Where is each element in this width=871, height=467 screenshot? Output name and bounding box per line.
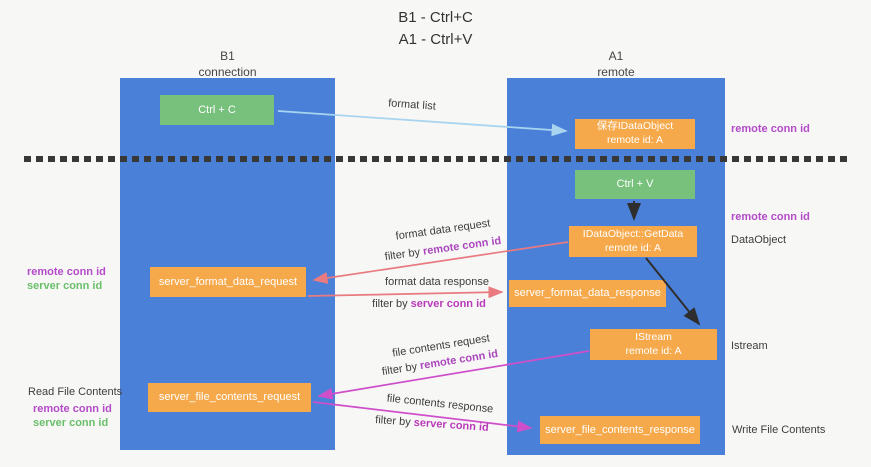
annotation-write-file-contents: Write File Contents [732, 424, 826, 436]
lane-header-b1: B1 connection [120, 49, 335, 80]
annotation-remote-conn-id-format: remote conn id [27, 266, 106, 278]
server-file-contents-request-label: server_file_contents_request [158, 391, 301, 404]
format-data-response-filter-label: filter by server conn id [372, 298, 486, 310]
server-format-data-request-label: server_format_data_request [158, 275, 298, 288]
filter-by-text: filter by [381, 360, 419, 379]
node-idataobject-getdata: IDataObject::GetData remote id: A [569, 226, 697, 257]
format-data-response-arrow [307, 286, 504, 299]
remote-conn-id-highlight: remote conn id [422, 234, 502, 258]
diagram-title: B1 - Ctrl+C A1 - Ctrl+V [0, 7, 871, 51]
istream-line1: IStream [635, 330, 672, 343]
filter-by-text: filter by [372, 298, 408, 310]
ctrl-v-label: Ctrl + V [616, 178, 654, 191]
filter-by-text: filter by [384, 246, 421, 264]
annotation-read-file-contents: Read File Contents [28, 386, 123, 398]
lane-a1-title: A1 [608, 49, 624, 63]
annotation-remote-conn-id-file: remote conn id [33, 403, 112, 415]
format-list-label: format list [387, 97, 437, 113]
annotation-remote-conn-id-top: remote conn id [731, 123, 810, 135]
annotation-server-conn-id-file: server conn id [33, 417, 109, 429]
node-server-file-contents-response: server_file_contents_response [540, 416, 700, 444]
saved-idataobject-line2: remote id: A [606, 134, 664, 146]
node-ctrl-v: Ctrl + V [575, 170, 695, 199]
server-conn-id-highlight: server conn id [413, 416, 490, 434]
filter-by-text: filter by [374, 414, 412, 429]
lane-b1-subtitle: connection [198, 64, 257, 79]
saved-idataobject-line1: 保存IDataObject [596, 120, 674, 133]
format-data-response-label: format data response [385, 276, 489, 288]
getdata-line1: IDataObject::GetData [582, 227, 684, 240]
file-contents-response-filter-label: filter by server conn id [375, 414, 489, 434]
title-line-2: A1 - Ctrl+V [398, 30, 473, 48]
server-conn-id-highlight: server conn id [410, 298, 486, 310]
node-saved-idataobject: 保存IDataObject remote id: A [575, 119, 695, 149]
ctrl-c-label: Ctrl + C [198, 103, 236, 116]
getdata-line2: remote id: A [604, 241, 662, 254]
node-server-file-contents-request: server_file_contents_request [148, 383, 311, 412]
server-file-contents-response-label: server_file_contents_response [545, 423, 695, 436]
server-format-data-response-label: server_format_data_response [514, 287, 661, 300]
istream-line2: remote id: A [625, 344, 682, 357]
node-server-format-data-request: server_format_data_request [150, 267, 306, 297]
lane-header-a1: A1 remote [507, 49, 725, 80]
node-server-format-data-response: server_format_data_response [509, 280, 666, 307]
node-ctrl-c: Ctrl + C [160, 95, 274, 125]
annotation-remote-conn-id-mid: remote conn id [731, 211, 810, 223]
annotation-dataobject: DataObject [731, 234, 787, 246]
file-contents-response-label: file contents response [386, 392, 494, 416]
lane-b1-title: B1 [220, 49, 235, 63]
annotation-istream: Istream [731, 340, 768, 352]
title-line-1: B1 - Ctrl+C [398, 9, 473, 26]
phase-separator-dashed-line [24, 156, 851, 162]
lane-a1-subtitle: remote [597, 64, 635, 79]
node-istream: IStream remote id: A [590, 329, 717, 360]
annotation-server-conn-id-format: server conn id [27, 280, 103, 292]
